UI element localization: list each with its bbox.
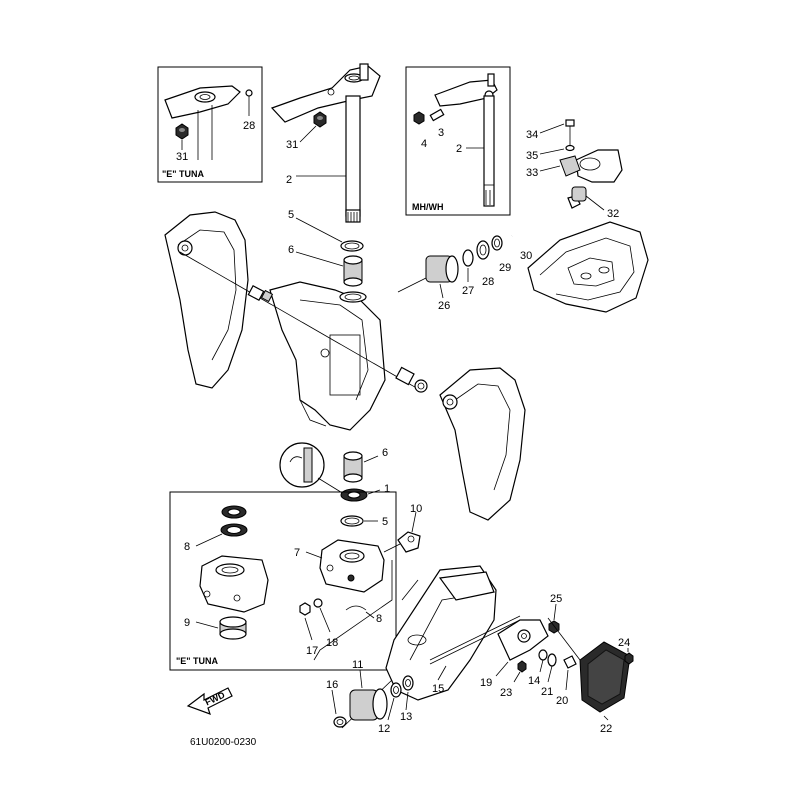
part-number-11: 11 — [352, 659, 363, 671]
part-number-22: 22 — [600, 723, 612, 735]
part-number-14: 14 — [528, 675, 540, 687]
steering-bracket-7: 7 10 — [294, 503, 422, 593]
upper-bushing-parts: 5 6 — [288, 209, 364, 287]
part-number-20: 20 — [556, 695, 568, 707]
steering-shaft-assembly: 31 2 — [270, 63, 381, 223]
tilt-pivot-axis — [179, 251, 428, 393]
part-number-6-upper: 6 — [288, 244, 294, 256]
part-number-9: 9 — [184, 617, 190, 629]
part-number-19: 19 — [480, 677, 492, 689]
part-number-16: 16 — [326, 679, 338, 691]
small-fasteners-left: 17 18 8 — [299, 560, 393, 661]
inset-label-mh-wh: MH/WH — [412, 202, 444, 212]
part-number-5-upper: 5 — [288, 209, 294, 221]
part-number-1: 1 — [384, 483, 390, 495]
part-number-29: 29 — [499, 262, 511, 274]
part-number-8: 8 — [376, 613, 382, 625]
inset-tuna-bottom: 8 9 "E" TUNA — [169, 491, 397, 671]
part-number-12: 12 — [378, 723, 390, 735]
part-number-8-inset: 8 — [184, 541, 190, 553]
part-number-25: 25 — [550, 593, 562, 605]
swivel-bracket — [269, 281, 386, 431]
part-number-3: 3 — [438, 127, 444, 139]
inset-mh-wh: 3 4 2 MH/WH — [405, 66, 511, 216]
part-number-2-main: 2 — [286, 174, 292, 186]
inset-label-tuna-top: "E" TUNA — [162, 169, 205, 179]
part-number-33: 33 — [526, 167, 538, 179]
part-number-24: 24 — [618, 637, 630, 649]
part-number-2-inset: 2 — [456, 143, 462, 155]
diagram-code: 61U0200-0230 — [190, 737, 257, 748]
part-number-28-main: 28 — [482, 276, 494, 288]
part-number-4: 4 — [421, 138, 427, 150]
part-number-31: 31 — [176, 151, 188, 163]
part-number-10: 10 — [410, 503, 422, 515]
part-number-35: 35 — [526, 150, 538, 162]
part-number-34: 34 — [526, 129, 538, 141]
part-number-17: 17 — [306, 645, 318, 657]
inset-label-tuna-bottom: "E" TUNA — [176, 656, 219, 666]
part-number-7: 7 — [294, 547, 300, 559]
part-number-32: 32 — [607, 208, 619, 220]
part-number-23: 23 — [500, 687, 512, 699]
part-number-21: 21 — [541, 686, 553, 698]
inset-tuna-top: 28 31 "E" TUNA — [157, 66, 263, 183]
right-mount-parts: 26 27 28 29 30 32 33 35 34 — [397, 119, 649, 313]
lower-bushing-parts: 6 1 5 — [279, 442, 390, 528]
part-number-28: 28 — [243, 120, 255, 132]
part-number-30: 30 — [520, 250, 532, 262]
part-number-31-main: 31 — [286, 139, 298, 151]
part-number-6-lower: 6 — [382, 447, 388, 459]
lower-mount-assembly: 15 19 23 14 21 25 20 22 24 — [385, 565, 634, 735]
part-number-13: 13 — [400, 711, 412, 723]
part-number-5-lower: 5 — [382, 516, 388, 528]
part-number-27: 27 — [462, 285, 474, 297]
clamp-bracket-left — [164, 211, 249, 389]
part-number-15: 15 — [432, 683, 444, 695]
part-number-26: 26 — [438, 300, 450, 312]
clamp-bracket-right — [439, 367, 526, 521]
forward-arrow: FWD — [186, 687, 233, 715]
damper-parts: 16 11 12 13 — [326, 659, 414, 735]
part-number-18: 18 — [326, 637, 338, 649]
